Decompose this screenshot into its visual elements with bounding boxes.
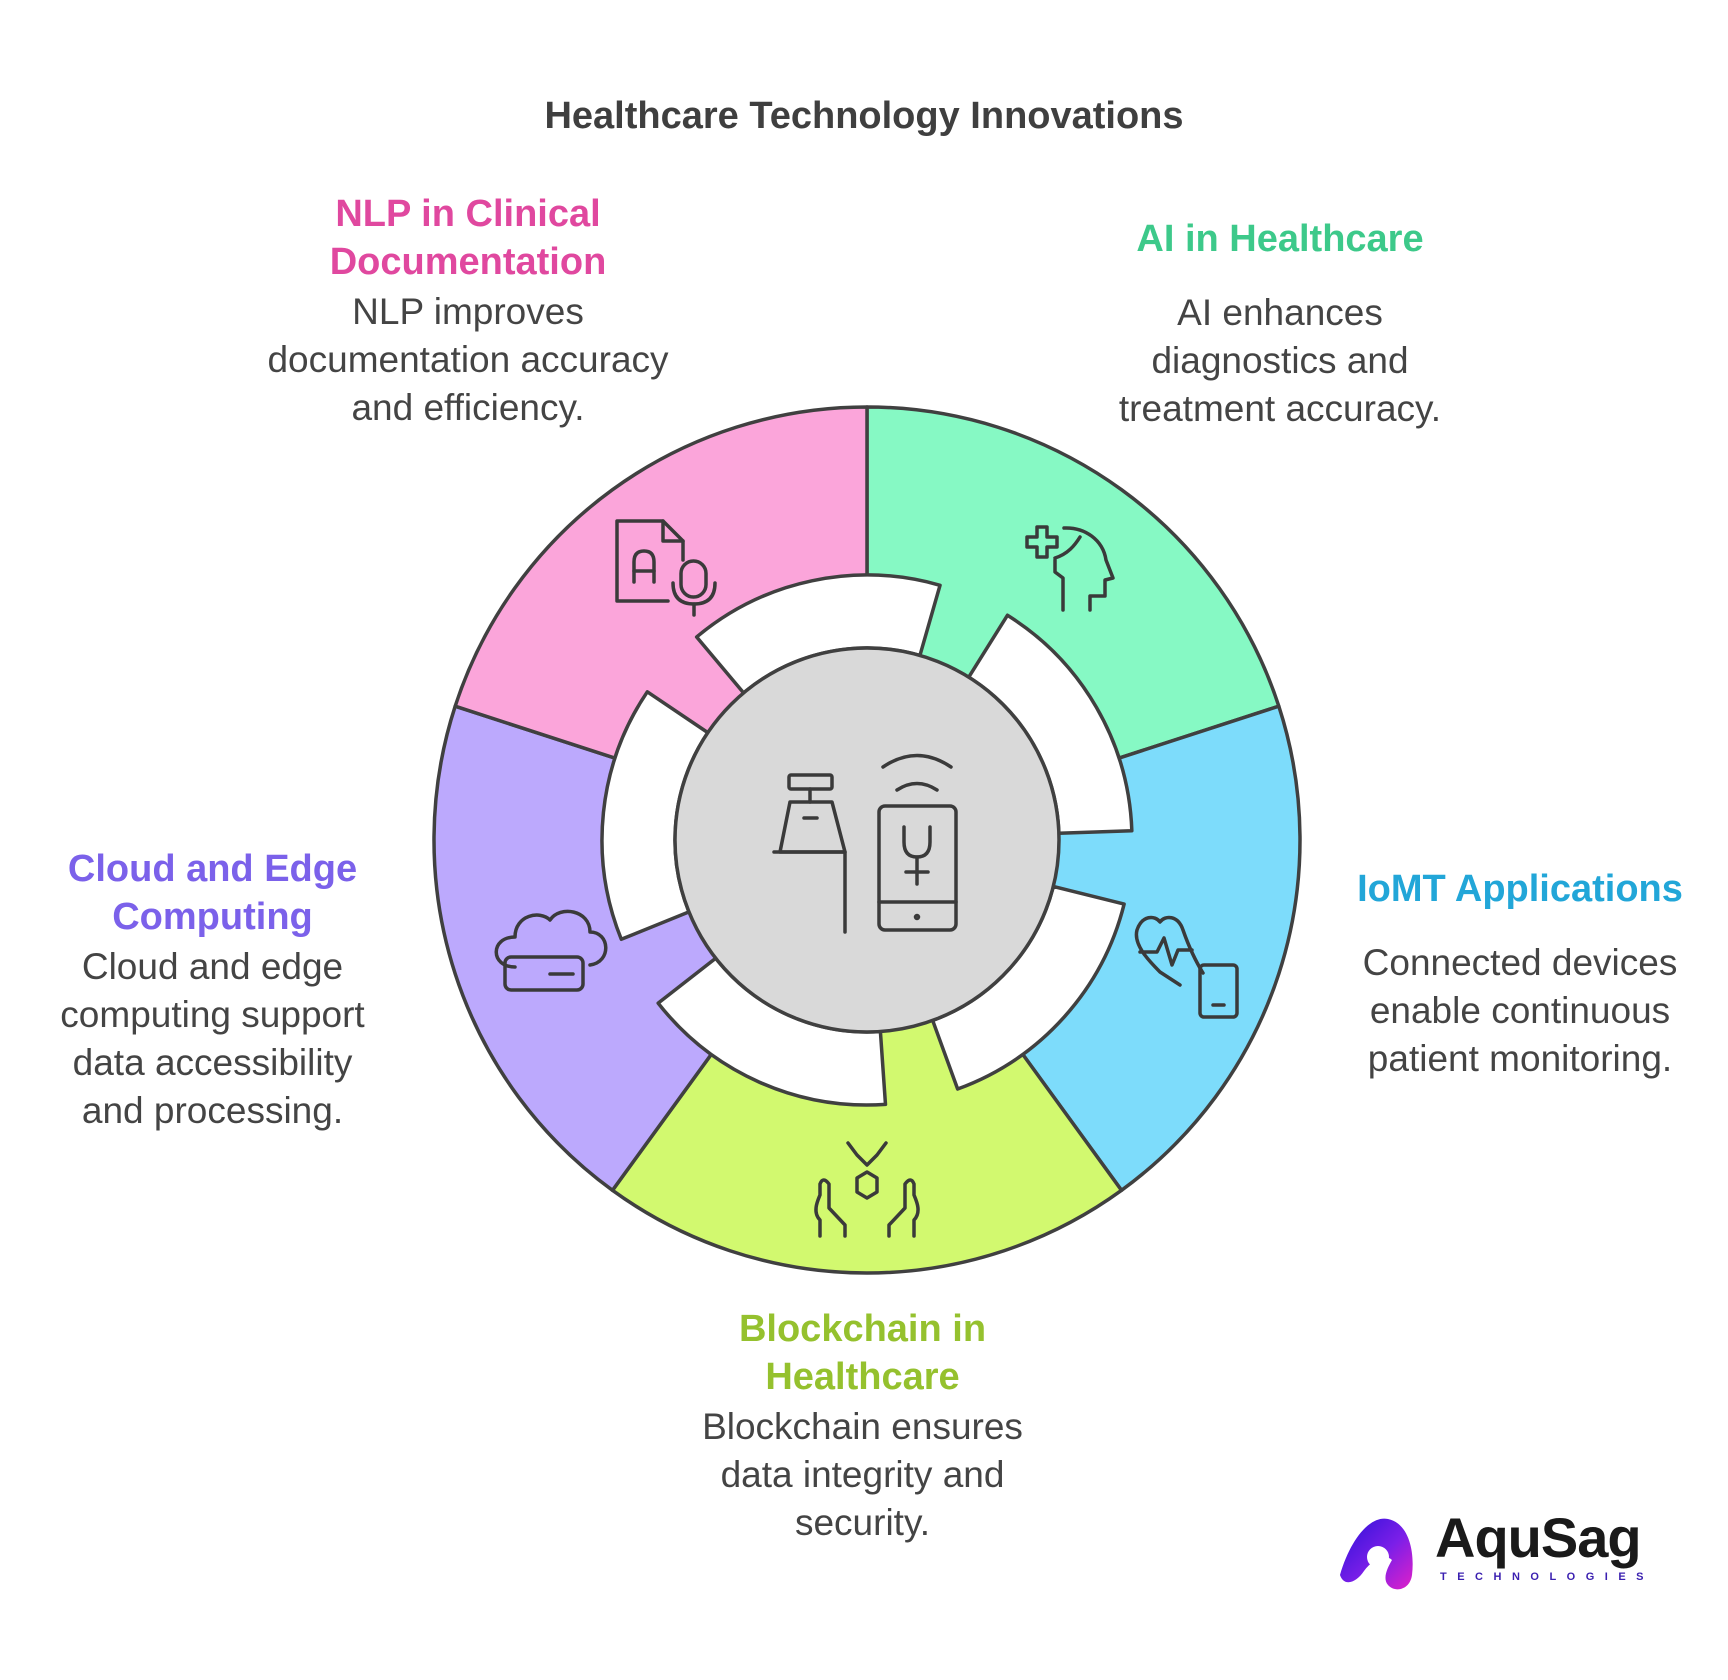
hands-block-icon [814, 1141, 920, 1238]
segment-iomt-description: Connected devices enable continuous pati… [1362, 942, 1678, 1079]
segment-nlp-description: NLP improves documentation accuracy and … [267, 291, 669, 428]
scale-and-phone-icon [772, 753, 958, 934]
segment-ai-description: AI enhances diagnostics and treatment ac… [1118, 292, 1442, 429]
logo-tagline: TECHNOLOGIES [1440, 1571, 1655, 1583]
segment-blockchain: Blockchain in Healthcare Blockchain ensu… [700, 1305, 1025, 1547]
segment-blockchain-description: Blockchain ensures data integrity and se… [702, 1406, 1023, 1543]
logo-mark-icon [1340, 1518, 1413, 1590]
heart-device-icon [1134, 915, 1239, 1019]
logo-wordmark: AquSag [1435, 1506, 1642, 1569]
segment-iomt: IoMT Applications Connected devices enab… [1340, 865, 1700, 1083]
segment-nlp-title: NLP in Clinical Documentation [329, 193, 607, 283]
segment-ai-title: AI in Healthcare [1136, 218, 1424, 260]
segment-iomt-title: IoMT Applications [1357, 868, 1683, 910]
medical-brain-icon [1025, 525, 1115, 612]
center-hub [673, 646, 1061, 1034]
segment-cloud: Cloud and Edge Computing Cloud and edge … [40, 845, 385, 1135]
segment-nlp: NLP in Clinical Documentation NLP improv… [258, 190, 678, 432]
company-logo: AquSag TECHNOLOGIES [1330, 1505, 1670, 1595]
segment-cloud-title: Cloud and Edge Computing [67, 848, 358, 938]
cloud-server-icon [494, 909, 608, 992]
segment-ai: AI in Healthcare AI enhances diagnostics… [1080, 215, 1480, 433]
page-title: Healthcare Technology Innovations [544, 95, 1184, 137]
document-microphone-icon [615, 519, 717, 617]
segment-blockchain-title: Blockchain in Healthcare [738, 1308, 987, 1398]
segment-cloud-description: Cloud and edge computing support data ac… [60, 946, 365, 1131]
